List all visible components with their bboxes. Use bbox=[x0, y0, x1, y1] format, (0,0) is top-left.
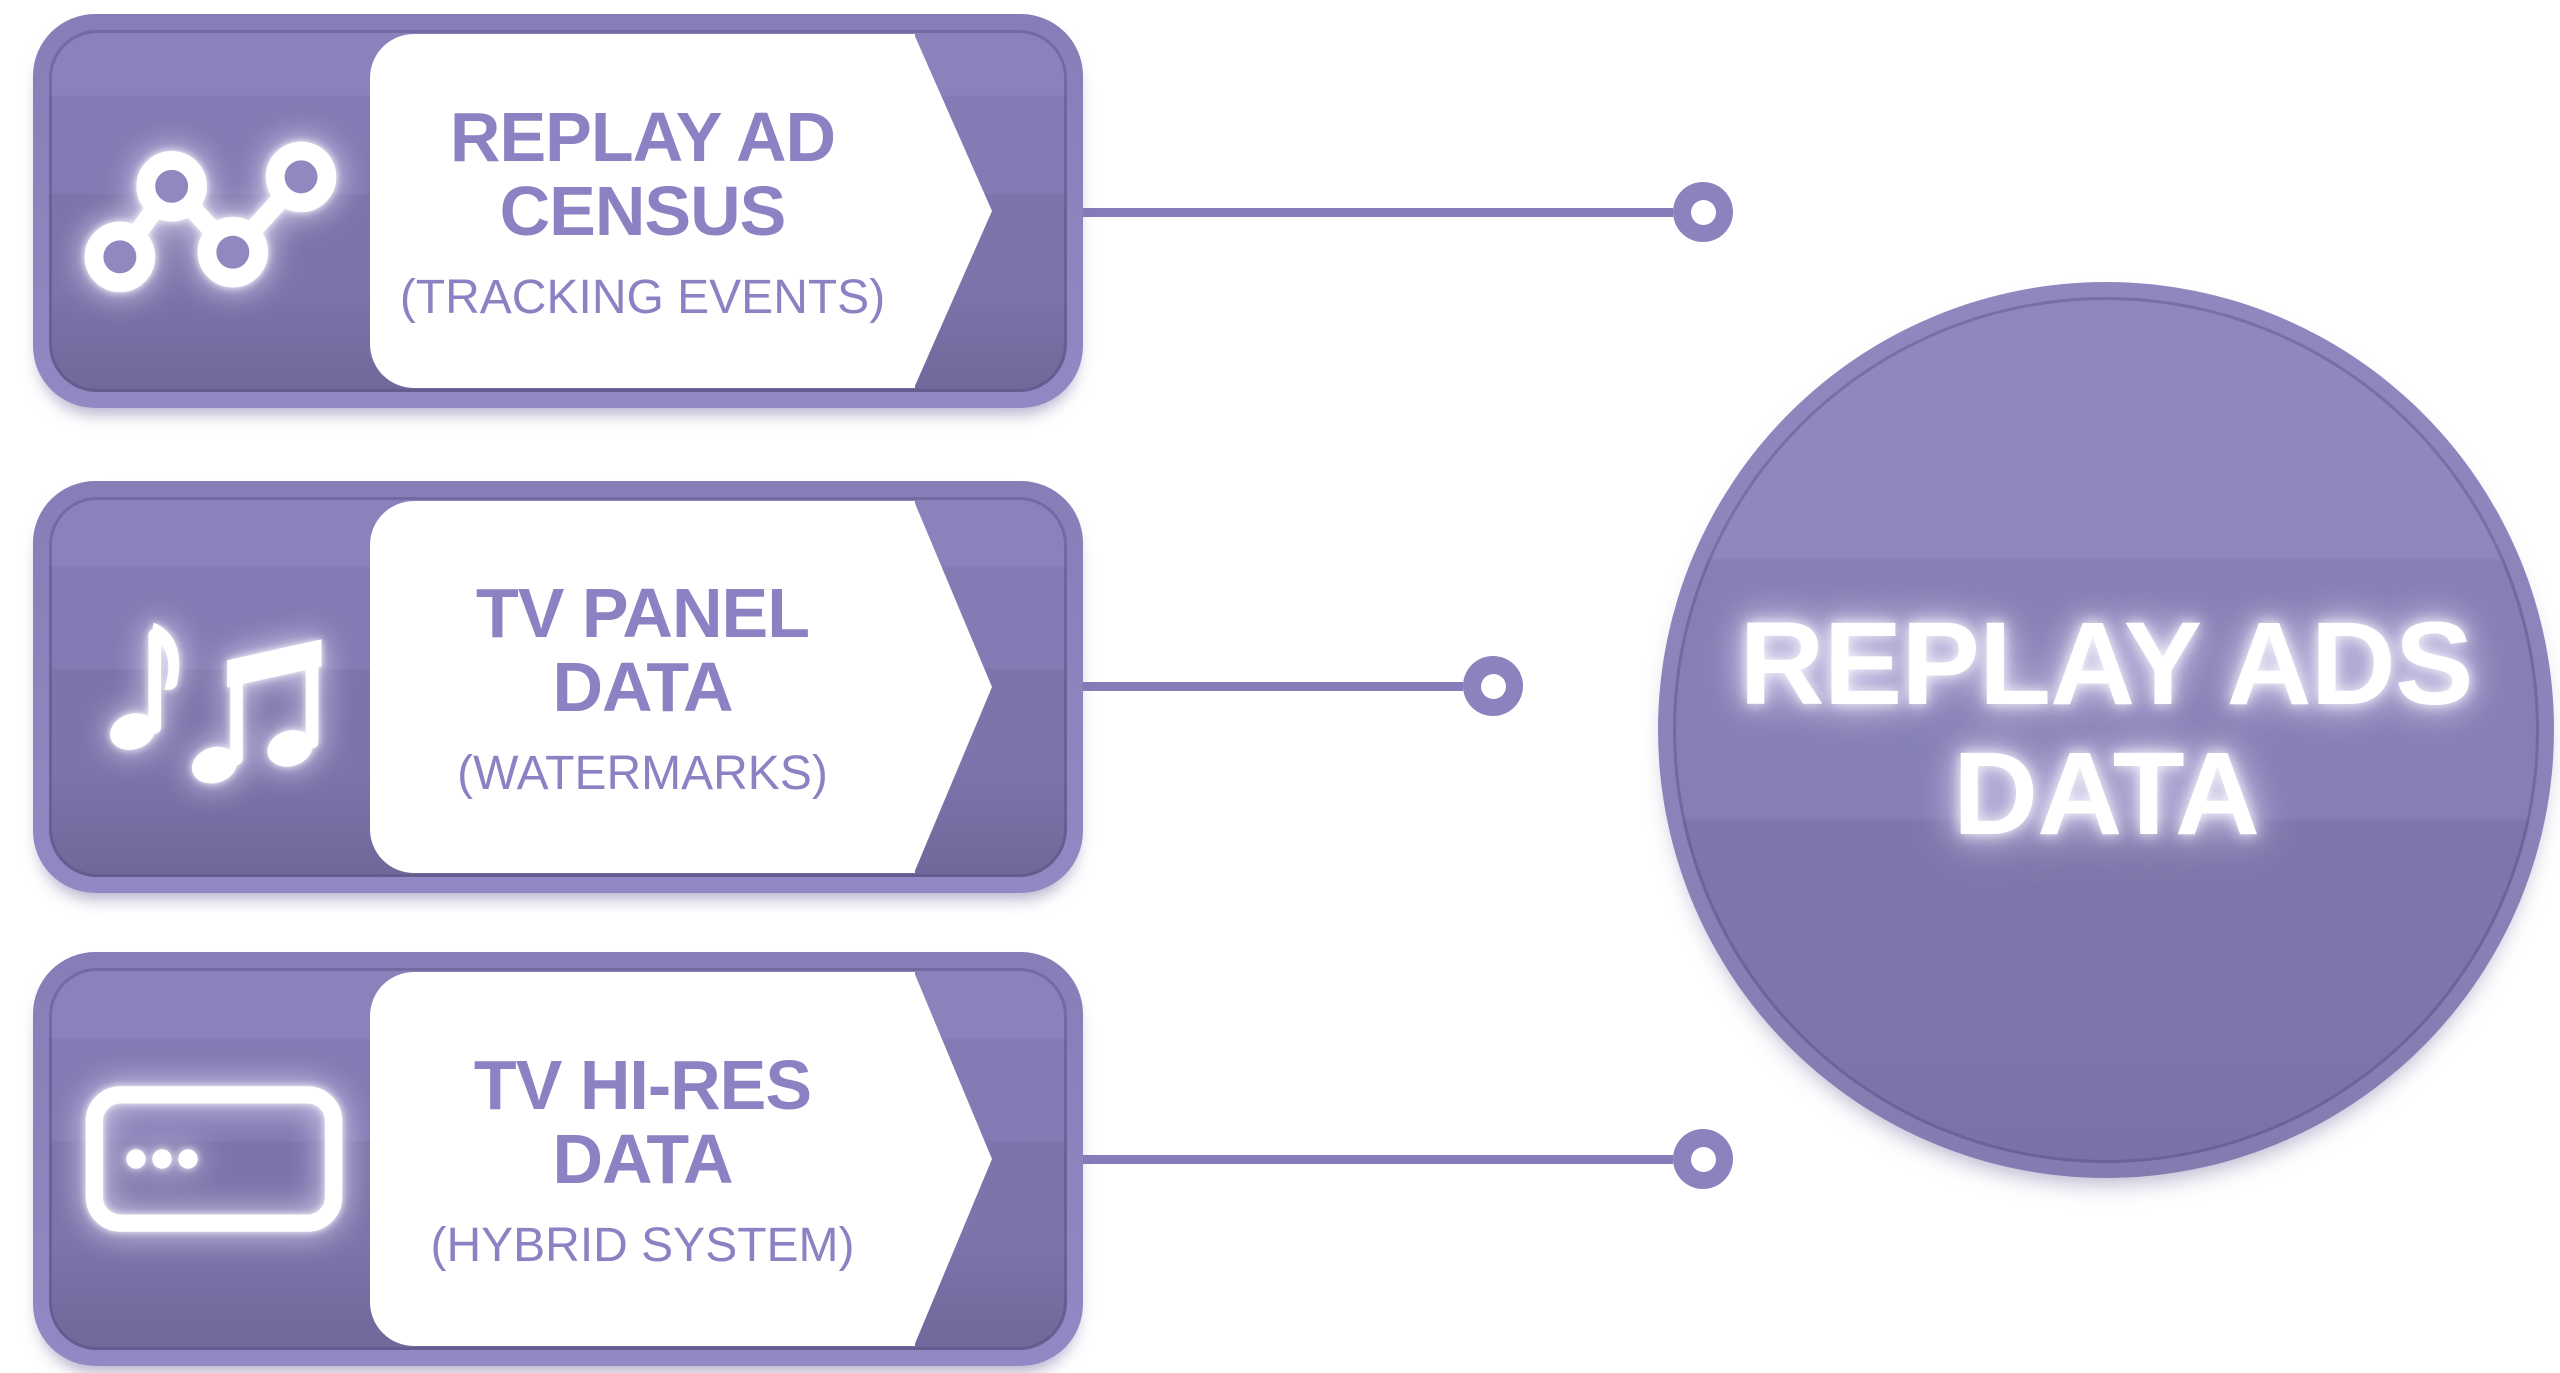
connector-endpoint-dot-2 bbox=[1463, 656, 1523, 716]
connector-endpoint-dot-1 bbox=[1673, 182, 1733, 242]
donut-hole bbox=[1690, 199, 1716, 225]
connector-endpoint-dot-3 bbox=[1673, 1129, 1733, 1189]
connector-line-1 bbox=[1005, 208, 1673, 217]
music-notes-icon bbox=[49, 497, 379, 877]
hub-label: REPLAY ADS DATA bbox=[1739, 598, 2473, 860]
line-chart-icon bbox=[49, 30, 379, 392]
card-title: TV HI-RES DATA bbox=[473, 1045, 812, 1198]
card-background: TV PANEL DATA (WATERMARKS) bbox=[49, 497, 1067, 877]
hub-circle-face: REPLAY ADS DATA bbox=[1673, 297, 2539, 1163]
connector-line-3 bbox=[1005, 1155, 1673, 1164]
source-card-tv-panel-data: TV PANEL DATA (WATERMARKS) bbox=[33, 481, 1083, 893]
panel-arrow-tip bbox=[914, 972, 992, 1346]
donut-hole bbox=[1480, 673, 1506, 699]
source-card-replay-ad-census: REPLAY AD CENSUS (TRACKING EVENTS) bbox=[33, 14, 1083, 408]
card-background: REPLAY AD CENSUS (TRACKING EVENTS) bbox=[49, 30, 1067, 392]
card-label-panel: TV PANEL DATA (WATERMARKS) bbox=[370, 501, 992, 873]
source-card-tv-hires-data: TV HI-RES DATA (HYBRID SYSTEM) bbox=[33, 952, 1083, 1366]
card-title: TV PANEL DATA bbox=[476, 573, 810, 726]
card-subtitle: (HYBRID SYSTEM) bbox=[430, 1219, 855, 1273]
card-label-panel: REPLAY AD CENSUS (TRACKING EVENTS) bbox=[370, 34, 992, 388]
window-card-icon bbox=[49, 968, 379, 1350]
card-subtitle: (TRACKING EVENTS) bbox=[399, 271, 886, 325]
panel-arrow-tip bbox=[914, 34, 992, 388]
card-title: REPLAY AD CENSUS bbox=[449, 97, 836, 250]
hub-circle: REPLAY ADS DATA bbox=[1658, 282, 2554, 1178]
connector-line-2 bbox=[1005, 682, 1463, 691]
card-subtitle: (WATERMARKS) bbox=[457, 747, 828, 801]
donut-hole bbox=[1690, 1146, 1716, 1172]
card-label-panel: TV HI-RES DATA (HYBRID SYSTEM) bbox=[370, 972, 992, 1346]
panel-arrow-tip bbox=[914, 501, 992, 873]
card-background: TV HI-RES DATA (HYBRID SYSTEM) bbox=[49, 968, 1067, 1350]
